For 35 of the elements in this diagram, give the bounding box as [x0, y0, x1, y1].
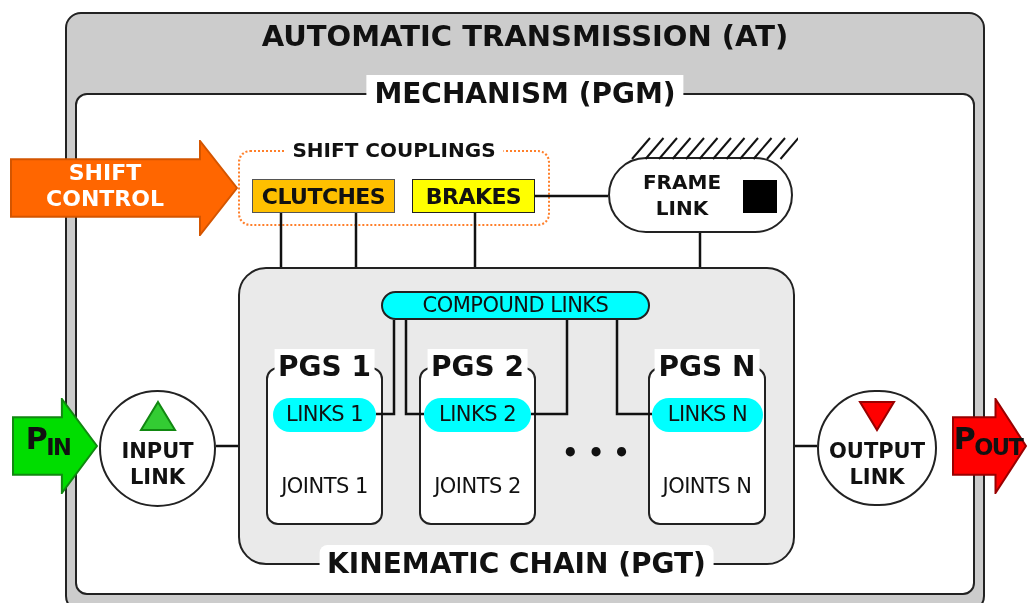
arrow-label: SHIFT CONTROL — [45, 160, 165, 212]
joints-label: JOINTS 1 — [279, 473, 369, 500]
block-arrow — [12, 398, 98, 494]
connector-line — [615, 320, 652, 416]
block-arrow — [952, 398, 1027, 494]
link-label: LINKS N — [667, 401, 748, 429]
component-box — [252, 179, 395, 213]
component-label: BRAKES — [425, 182, 522, 211]
block-arrow — [10, 140, 238, 236]
connector-line — [216, 444, 238, 448]
link-pill — [381, 291, 650, 320]
component-label: CLUTCHES — [261, 182, 386, 211]
link-pill — [424, 398, 531, 432]
joints-label: JOINTS 2 — [432, 473, 522, 500]
connector-line — [698, 233, 702, 267]
connector-line — [404, 320, 424, 416]
connector-line — [473, 213, 477, 267]
connector-line — [535, 194, 608, 198]
link-label: LINKS 2 — [438, 401, 517, 429]
link-label: COMPOUND LINKS — [422, 291, 609, 319]
frame-label: FRAME LINK — [641, 169, 723, 221]
joints-label: JOINTS N — [660, 473, 753, 500]
component-box — [412, 179, 535, 213]
connector-line — [795, 444, 817, 448]
ellipsis-label: • • • — [562, 437, 630, 470]
link-label: INPUT LINK — [120, 438, 195, 490]
link-label: OUTPUT LINK — [828, 438, 926, 490]
link-pill — [652, 398, 763, 432]
link-label: LINKS 1 — [285, 401, 364, 429]
connector-line — [531, 320, 569, 416]
connector-line — [279, 213, 283, 267]
connector-line — [354, 213, 358, 267]
container-title: AUTOMATIC TRANSMISSION (AT) — [261, 18, 789, 55]
connector-line — [376, 320, 396, 416]
link-pill — [273, 398, 376, 432]
